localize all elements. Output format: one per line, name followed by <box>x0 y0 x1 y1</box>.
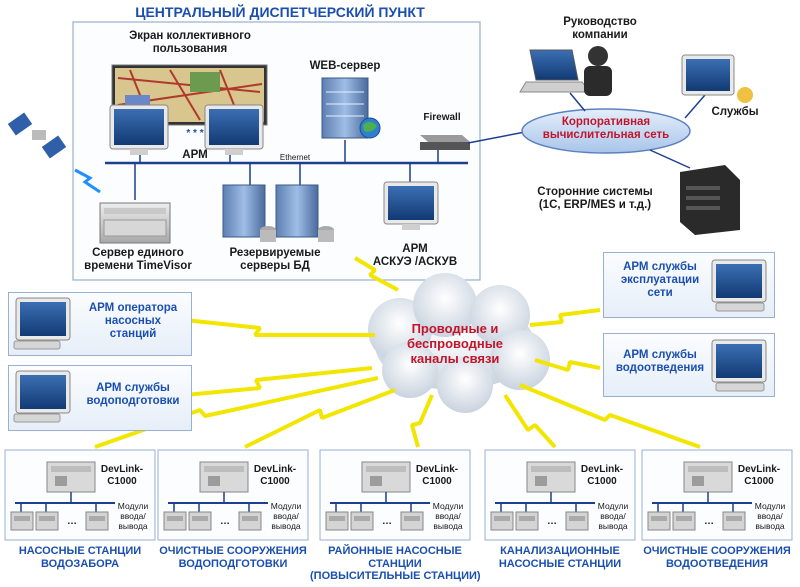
station-block-4 <box>484 449 636 541</box>
corporate-links <box>569 92 706 169</box>
ethernet-label: Ethernet <box>279 153 311 162</box>
station-modules-label-4: Модули ввода/ вывода <box>597 501 629 531</box>
station-label-2: ОЧИСТНЫЕ СООРУЖЕНИЯ ВОДОПОДГОТОВКИ <box>159 545 307 570</box>
db-servers-label: Резервируемые серверы БД <box>229 247 321 273</box>
firewall-link <box>467 131 526 144</box>
station-modules-ellipsis-1: … <box>67 516 77 527</box>
diagram-title: ЦЕНТРАЛЬНЫЙ ДИСПЕТЧЕРСКИЙ ПУНКТ <box>135 4 425 20</box>
station-block-1 <box>4 449 156 541</box>
station-label-5: ОЧИСТНЫЕ СООРУЖЕНИЯ ВОДООТВЕДЕНИЯ <box>643 545 791 570</box>
station-controller-label-5: DevLink- C1000 <box>737 464 781 487</box>
station-controller-label-3: DevLink- C1000 <box>415 464 459 487</box>
corporate-network-ellipse <box>521 108 691 154</box>
station-controller-label-2: DevLink- C1000 <box>253 464 297 487</box>
right-arm-label-2: АРМ службы водоотведения <box>615 349 705 375</box>
station-modules-ellipsis-3: … <box>382 516 392 527</box>
station-modules-label-2: Модули ввода/ вывода <box>270 501 302 531</box>
time-server-label: Сервер единого времени TimeVisor <box>84 247 192 273</box>
station-label-3: РАЙОННЫЕ НАСОСНЫЕ СТАНЦИИ (ПОВЫСИТЕЛЬНЫЕ… <box>310 545 481 583</box>
collective-screen-label: Экран коллективного пользования <box>129 30 251 56</box>
station-label-1: НАСОСНЫЕ СТАНЦИИ ВОДОЗАБОРА <box>18 545 142 570</box>
station-modules-ellipsis-4: … <box>547 516 557 527</box>
third-party-label: Сторонние системы (1С, ERP/MES и т.д.) <box>537 186 653 212</box>
station-modules-label-1: Модули ввода/ вывода <box>117 501 149 531</box>
web-server <box>321 77 381 139</box>
communication-cloud <box>368 273 550 413</box>
arm-label: АРМ <box>182 149 208 161</box>
arm-askue-monitor <box>383 181 439 230</box>
station-label-4: КАНАЛИЗАЦИОННЫЕ НАСОСНЫЕ СТАНЦИИ <box>498 545 622 570</box>
station-modules-ellipsis-5: … <box>704 516 714 527</box>
left-arm-label-2: АРМ службы водоподготовки <box>86 382 180 408</box>
ethernet-drops <box>134 140 439 200</box>
management-laptop <box>519 46 612 96</box>
right-arm-label-1: АРМ службы эксплуатации сети <box>620 261 700 300</box>
services-monitor <box>681 54 753 103</box>
cloud-label: Проводные и беспроводные каналы связи <box>406 321 504 366</box>
station-modules-label-5: Модули ввода/ вывода <box>754 501 786 531</box>
station-block-3 <box>319 449 471 541</box>
station-controller-label-4: DevLink- C1000 <box>580 464 624 487</box>
station-block-2 <box>157 449 309 541</box>
arm-dots: * * * <box>186 128 204 139</box>
station-modules-ellipsis-2: … <box>220 516 230 527</box>
time-server-device <box>99 202 171 244</box>
management-label: Руководство компании <box>563 16 637 42</box>
wireless-link <box>74 168 101 194</box>
db-servers <box>222 184 334 242</box>
arm-monitor-1 <box>109 104 169 155</box>
web-server-label: WEB-сервер <box>309 60 381 72</box>
services-label: Службы <box>711 106 759 118</box>
arm-monitor-2 <box>204 104 264 155</box>
station-controller-label-1: DevLink- C1000 <box>100 464 144 487</box>
stations-art <box>4 449 793 541</box>
left-arm-label-1: АРМ оператора насосных станций <box>88 302 178 341</box>
firewall-device <box>420 135 470 150</box>
station-modules-label-3: Модули ввода/ вывода <box>432 501 464 531</box>
arm-askue-label: АРМ АСКУЭ /АСКУВ <box>372 243 458 269</box>
satellite-icon <box>7 112 67 159</box>
corporate-network-label: Корпоративная вычислительная сеть <box>542 116 670 142</box>
station-block-5 <box>641 449 793 541</box>
firewall-label: Firewall <box>423 112 461 123</box>
third-party-server <box>680 165 740 235</box>
